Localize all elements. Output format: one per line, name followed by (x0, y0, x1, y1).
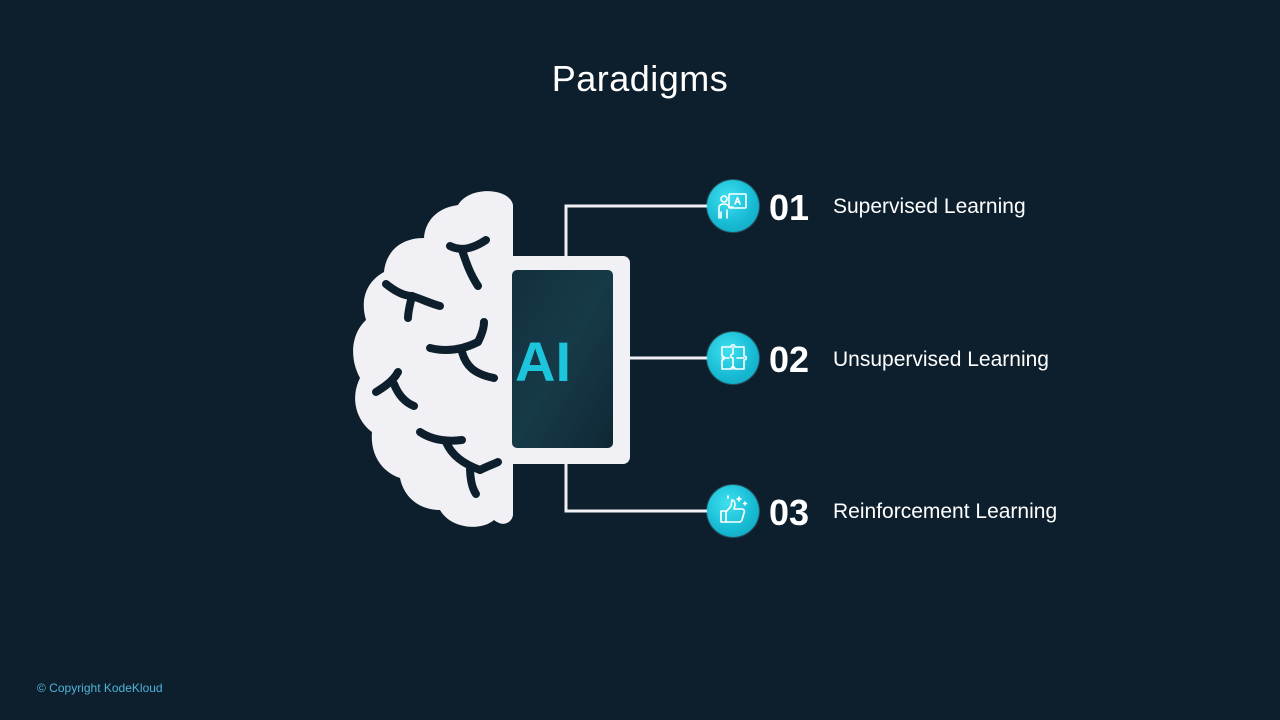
item-3-label: Reinforcement Learning (833, 500, 1058, 523)
ai-chip: AI (501, 256, 630, 464)
item-2-number: 02 (769, 339, 810, 380)
item-1-icon-badge (707, 180, 759, 232)
page-title: Paradigms (551, 58, 729, 99)
connector-line-1 (564, 204, 712, 257)
item-2-icon-badge (707, 332, 759, 384)
brain-icon (353, 191, 513, 527)
connector-line-3 (564, 462, 712, 513)
puzzle-icon (721, 343, 748, 370)
connector-lines (564, 204, 712, 513)
teacher-board-icon (718, 193, 747, 219)
copyright-notice: © Copyright KodeKloud (37, 681, 163, 695)
item-1-number: 01 (769, 187, 810, 228)
chip-label: AI (515, 330, 571, 393)
item-2-label: Unsupervised Learning (833, 348, 1049, 371)
chip-screen (512, 270, 613, 448)
item-1-label: Supervised Learning (833, 195, 1026, 218)
item-3-icon-badge (707, 485, 759, 537)
item-3-number: 03 (769, 492, 810, 533)
thumbs-up-sparkle-icon (720, 495, 748, 523)
